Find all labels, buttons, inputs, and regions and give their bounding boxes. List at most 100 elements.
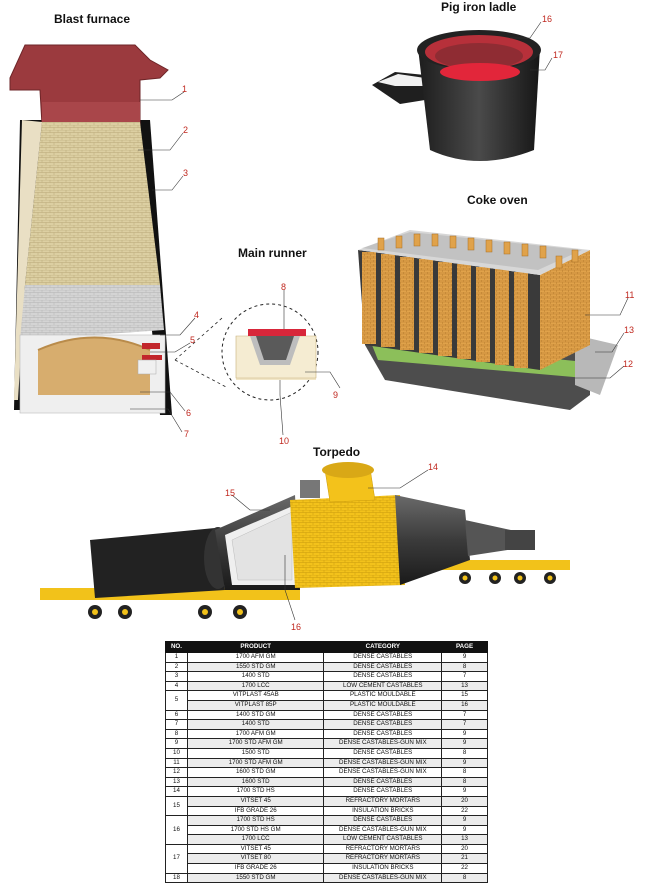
- cell-category: DENSE CASTABLES-GUN MIX: [323, 767, 443, 778]
- torpedo-diagram: [40, 462, 570, 621]
- cell-product: 1700 LCC: [186, 834, 325, 845]
- furnace-hearth-pad: [38, 337, 150, 395]
- cell-no: 17: [165, 843, 188, 874]
- cell-no: 18: [165, 872, 188, 883]
- cell-no: 2: [165, 661, 188, 673]
- cell-page: 9: [441, 824, 488, 836]
- cell-product: 1700 STD AFM GM: [186, 757, 325, 769]
- main-runner-diagram: [174, 290, 341, 436]
- coke-oven-title: Coke oven: [467, 193, 528, 207]
- furnace-stack-lining: [25, 122, 160, 285]
- callout-16-ladle: 16: [542, 14, 553, 24]
- header-no: NO.: [165, 641, 188, 653]
- cell-product: 1400 STD: [186, 719, 325, 730]
- cell-no: 11: [165, 757, 188, 769]
- cell-product: VITPLAST 85P: [186, 699, 325, 711]
- cell-page: 8: [441, 767, 488, 778]
- cell-product: 1700 AFM GM: [186, 728, 325, 740]
- callout-14: 14: [428, 462, 439, 472]
- cell-product: VITSET 45: [186, 795, 325, 807]
- callout-6: 6: [186, 408, 192, 418]
- callout-15: 15: [225, 488, 236, 498]
- cell-no: 5: [165, 690, 188, 711]
- cell-product: 1550 STD GM: [186, 661, 325, 673]
- cell-page: 21: [441, 853, 488, 865]
- cell-category: DENSE CASTABLES-GUN MIX: [323, 738, 443, 749]
- cell-category: REFRACTORY MORTARS: [323, 795, 443, 807]
- cell-no: 3: [165, 671, 188, 682]
- cell-category: INSULATION BRICKS: [323, 863, 443, 874]
- callout-1: 1: [182, 84, 188, 94]
- cell-product: 1700 STD HS: [186, 815, 325, 826]
- header-category: CATEGORY: [323, 641, 443, 653]
- cell-page: 13: [441, 680, 488, 692]
- cell-page: 7: [441, 719, 488, 730]
- header-page: PAGE: [441, 641, 488, 653]
- callout-8: 8: [281, 282, 287, 292]
- cell-no: 7: [165, 719, 188, 730]
- callout-9: 9: [333, 390, 339, 400]
- cell-product: 1400 STD GM: [186, 709, 325, 721]
- cell-category: REFRACTORY MORTARS: [323, 853, 443, 865]
- cell-category: REFRACTORY MORTARS: [323, 843, 443, 855]
- cell-no: 14: [165, 786, 188, 797]
- cell-no: 9: [165, 738, 188, 749]
- callout-3: 3: [183, 168, 189, 178]
- cell-category: DENSE CASTABLES: [323, 786, 443, 797]
- cell-page: 9: [441, 738, 488, 749]
- cell-category: DENSE CASTABLES: [323, 747, 443, 759]
- cell-page: 8: [441, 661, 488, 673]
- cell-no: 16: [165, 815, 188, 845]
- torpedo-title: Torpedo: [313, 445, 361, 459]
- cell-no: 1: [165, 652, 188, 663]
- cell-category: DENSE CASTABLES-GUN MIX: [323, 872, 443, 883]
- cell-page: 8: [441, 776, 488, 788]
- cell-page: 9: [441, 786, 488, 797]
- cell-no: 13: [165, 776, 188, 788]
- cell-product: 1700 LCC: [186, 680, 325, 692]
- callout-10: 10: [279, 436, 290, 446]
- callout-12: 12: [623, 359, 634, 369]
- cell-page: 20: [441, 795, 488, 807]
- cell-category: DENSE CASTABLES: [323, 671, 443, 682]
- cell-product: VITSET 80: [186, 853, 325, 865]
- cell-category: DENSE CASTABLES: [323, 709, 443, 721]
- illustration-canvas: [9, 21, 629, 621]
- cell-category: DENSE CASTABLES-GUN MIX: [323, 824, 443, 836]
- callout-5: 5: [190, 335, 196, 345]
- callout-11: 11: [625, 290, 635, 300]
- cell-page: 8: [441, 747, 488, 759]
- cell-no: 6: [165, 709, 188, 721]
- cell-category: INSULATION BRICKS: [323, 805, 443, 817]
- cell-no: 10: [165, 747, 188, 759]
- cell-product: 1600 STD GM: [186, 767, 325, 778]
- cell-product: 1700 STD AFM GM: [186, 738, 325, 749]
- blast-furnace-title: Blast furnace: [54, 12, 131, 26]
- cell-page: 8: [441, 872, 488, 883]
- cell-page: 7: [441, 671, 488, 682]
- cell-category: DENSE CASTABLES-GUN MIX: [323, 757, 443, 769]
- cell-product: 1500 STD: [186, 747, 325, 759]
- cell-category: PLASTIC MOULDABLE: [323, 690, 443, 701]
